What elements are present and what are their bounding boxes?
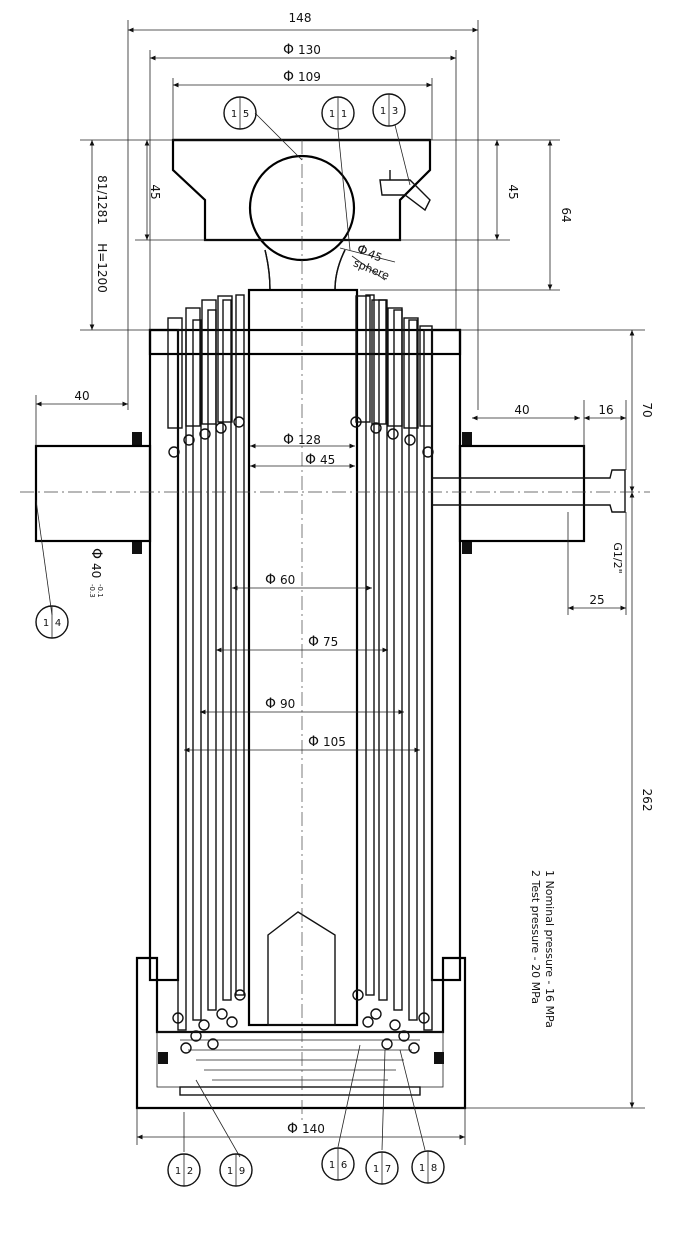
dim-109: 109 <box>298 70 321 84</box>
balloon-sheet: 1 <box>329 1160 335 1171</box>
balloon-sheet: 1 <box>329 109 335 120</box>
thread-size: G1/2" <box>611 542 624 573</box>
balloon-sheet: 1 <box>175 1166 181 1177</box>
dim-40-right: 40 <box>514 403 529 417</box>
dim-130: 130 <box>298 43 321 57</box>
centerlines <box>20 140 650 1120</box>
dim-140: 140 <box>302 1122 325 1136</box>
dim-25: 25 <box>589 593 604 607</box>
balloon-leaders <box>35 112 426 1158</box>
dim-90: 90 <box>280 697 295 711</box>
balloon-9: 1 9 <box>219 1153 253 1187</box>
dim-45-right: 45 <box>506 184 520 199</box>
dia-symbol: Φ <box>88 548 104 559</box>
balloon-number: 9 <box>239 1166 245 1177</box>
balloon-number: 5 <box>243 109 249 120</box>
balloon-3: 1 3 <box>372 93 406 127</box>
dia-symbol: Φ <box>265 572 276 588</box>
note-nominal: 1 Nominal pressure - 16 MPa <box>543 870 556 1028</box>
pin-tol-upper: -0.1 <box>96 584 104 598</box>
dim-45-left: 45 <box>148 184 162 199</box>
dim-16: 16 <box>598 403 613 417</box>
pin-dia: 40 <box>89 563 103 578</box>
stroke-prefix: 81/1281 <box>95 175 109 225</box>
balloon-6: 1 6 <box>321 1147 355 1181</box>
dim-148: 148 <box>289 11 312 25</box>
balloon-number: 4 <box>55 618 61 629</box>
ball-dia: 45 <box>366 247 384 264</box>
dim-45: 45 <box>320 453 335 467</box>
balloon-number: 7 <box>385 1164 391 1175</box>
balloon-number: 3 <box>392 106 398 117</box>
dia-symbol: Φ <box>283 42 294 58</box>
dim-70: 70 <box>640 402 654 417</box>
balloon-sheet: 1 <box>373 1164 379 1175</box>
pin-tol-lower: -0.3 <box>88 584 96 598</box>
balloon-number: 2 <box>187 1166 193 1177</box>
dia-symbol: Φ <box>265 696 276 712</box>
dia-symbol: Φ <box>287 1121 298 1137</box>
balloon-2: 1 2 <box>167 1153 201 1187</box>
dimension-texts: 148 Φ 130 Φ 109 45 45 64 81/1281 H=1200 … <box>74 11 654 1137</box>
trunnion-pins <box>34 444 626 543</box>
dia-symbol: Φ <box>283 69 294 85</box>
balloon-number: 8 <box>431 1163 437 1174</box>
dim-262: 262 <box>640 789 654 812</box>
dim-64: 64 <box>559 207 573 222</box>
balloon-8: 1 8 <box>411 1150 445 1184</box>
balloon-number: 6 <box>341 1160 347 1171</box>
dia-symbol: Φ <box>308 634 319 650</box>
pressure-notes: 1 Nominal pressure - 16 MPa 2 Test press… <box>529 870 556 1028</box>
stroke-height: H=1200 <box>95 243 109 293</box>
balloon-number: 1 <box>341 109 347 120</box>
balloon-sheet: 1 <box>380 106 386 117</box>
dia-symbol: Φ <box>283 432 294 448</box>
dim-128: 128 <box>298 433 321 447</box>
balloon-5: 1 5 <box>223 96 257 130</box>
balloon-7: 1 7 <box>365 1151 399 1185</box>
extension-lines <box>35 20 645 1145</box>
dia-symbol: Φ <box>305 452 316 468</box>
dim-105: 105 <box>323 735 346 749</box>
dimension-lines <box>36 27 635 1140</box>
dim-40-left: 40 <box>74 389 89 403</box>
dim-75: 75 <box>323 635 338 649</box>
dia-symbol: Φ <box>308 734 319 750</box>
ball-joint <box>248 154 431 291</box>
note-test: 2 Test pressure - 20 MPa <box>529 870 542 1004</box>
balloon-4: 1 4 <box>35 605 69 639</box>
balloon-1: 1 1 <box>321 96 355 130</box>
dim-60: 60 <box>280 573 295 587</box>
balloon-sheet: 1 <box>231 109 237 120</box>
balloon-sheet: 1 <box>43 618 49 629</box>
balloon-sheet: 1 <box>419 1163 425 1174</box>
balloon-sheet: 1 <box>227 1166 233 1177</box>
